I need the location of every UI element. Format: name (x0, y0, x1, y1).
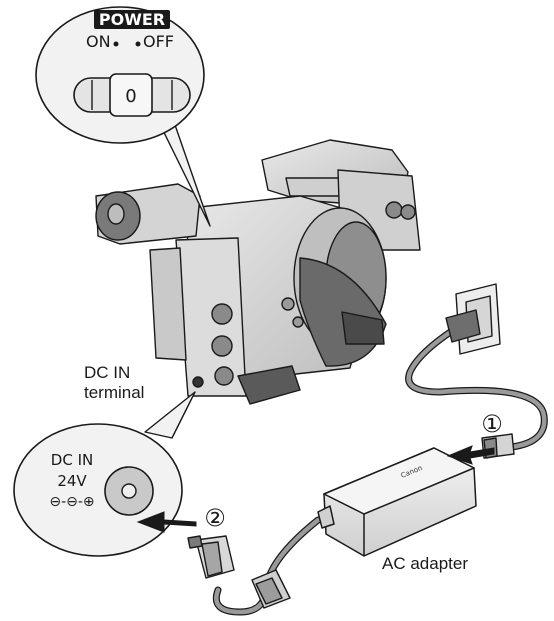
dc-in-terminal-label-line1: DC IN (84, 363, 130, 382)
dc-in-terminal-label-line2: terminal (84, 383, 144, 402)
step-1-label: ① (481, 410, 503, 438)
step-1-marker: ① (481, 410, 503, 438)
dc-plug (188, 536, 234, 578)
rear-button (215, 367, 233, 385)
dc-in-terminal (193, 377, 203, 387)
rear-button (212, 304, 232, 324)
ac-adapter-label: AC adapter (382, 554, 468, 573)
wall-outlet (446, 284, 500, 354)
off-dot (136, 42, 141, 47)
ac-adapter: Canon (318, 448, 476, 556)
dcin-callout-line1: DC IN (51, 451, 93, 469)
power-badge-label: POWER (99, 10, 165, 29)
rear-panel (176, 238, 246, 396)
step-2-label: ② (204, 504, 226, 532)
rear-button (212, 336, 232, 356)
dcin-callout-line2: 24V (57, 472, 87, 490)
dcin-callout: DC IN 24V ⊖-⊖-⊕ (14, 392, 195, 556)
dcin-callout-bubble (14, 424, 182, 556)
camcorder (96, 140, 420, 404)
step-2-marker: ② (204, 504, 226, 532)
power-on-label: ON (86, 32, 111, 51)
power-switch-mark: 0 (125, 86, 136, 107)
dcin-polarity: ⊖-⊖-⊕ (49, 494, 94, 510)
power-off-label: OFF (143, 32, 174, 51)
on-dot (114, 42, 119, 47)
